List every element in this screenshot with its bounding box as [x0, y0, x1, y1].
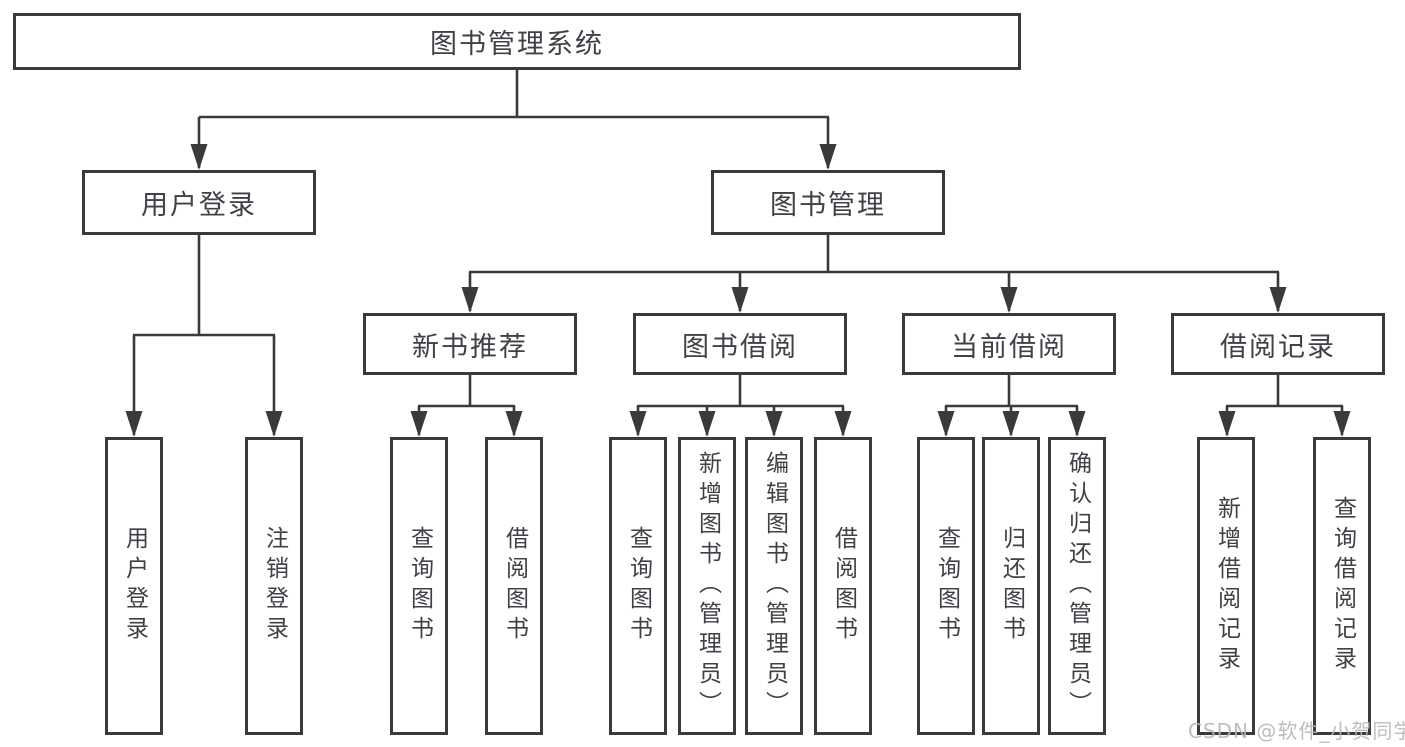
arrowhead-down-icon [1218, 411, 1236, 437]
arrowhead-down-icon [1068, 411, 1086, 437]
arrowhead-down-icon [834, 411, 852, 437]
arrowhead-down-icon [765, 411, 783, 437]
arrowhead-down-icon [190, 144, 208, 170]
node-book-borrowing: 图书借阅 [633, 313, 847, 375]
leaf-nb-borrow-books: 借阅图书 [485, 437, 543, 735]
arrowhead-down-icon [937, 411, 955, 437]
leaf-nb-query-books: 查询图书 [390, 437, 448, 735]
arrowhead-down-icon [819, 144, 837, 170]
leaf-bb-edit-books-admin: 编辑图书（管理员） [745, 437, 803, 735]
arrowhead-down-icon [731, 287, 749, 313]
leaf-br-add-record: 新增借阅记录 [1197, 437, 1255, 735]
leaf-cb-confirm-return-admin-label: 确认归还（管理员） [1064, 451, 1091, 721]
arrowhead-down-icon [1002, 411, 1020, 437]
leaf-logout: 注销登录 [245, 437, 303, 735]
arrowhead-down-icon [265, 411, 283, 437]
leaf-bb-add-books-admin: 新增图书（管理员） [678, 437, 736, 735]
arrowhead-down-icon [1333, 411, 1351, 437]
leaf-br-add-record-label: 新增借阅记录 [1213, 496, 1240, 676]
node-current-borrowing: 当前借阅 [902, 313, 1116, 375]
node-library-management-system: 图书管理系统 [13, 13, 1021, 70]
leaf-br-query-record-label: 查询借阅记录 [1329, 496, 1356, 676]
node-borrowing-records: 借阅记录 [1171, 313, 1385, 375]
arrowhead-down-icon [461, 287, 479, 313]
leaf-cb-query-books-label: 查询图书 [933, 526, 960, 646]
leaf-cb-confirm-return-admin: 确认归还（管理员） [1048, 437, 1106, 735]
arrowhead-down-icon [410, 411, 428, 437]
node-user-login: 用户登录 [82, 170, 316, 235]
leaf-bb-add-books-admin-label: 新增图书（管理员） [694, 451, 721, 721]
arrowhead-down-icon [1269, 287, 1287, 313]
arrowhead-down-icon [698, 411, 716, 437]
arrowhead-down-icon [1000, 287, 1018, 313]
leaf-logout-label: 注销登录 [261, 526, 288, 646]
leaf-nb-borrow-books-label: 借阅图书 [501, 526, 528, 646]
node-book-management: 图书管理 [711, 170, 945, 235]
leaf-bb-query-books: 查询图书 [609, 437, 667, 735]
leaf-br-query-record: 查询借阅记录 [1313, 437, 1371, 735]
leaf-nb-query-books-label: 查询图书 [406, 526, 433, 646]
leaf-cb-return-books-label: 归还图书 [998, 526, 1025, 646]
arrowhead-down-icon [125, 411, 143, 437]
csdn-watermark: CSDN @软件_小贺同学 [1188, 719, 1405, 743]
arrowhead-down-icon [629, 411, 647, 437]
leaf-cb-query-books: 查询图书 [917, 437, 975, 735]
leaf-bb-query-books-label: 查询图书 [625, 526, 652, 646]
arrowhead-down-icon [505, 411, 523, 437]
leaf-user-login: 用户登录 [105, 437, 163, 735]
leaf-bb-borrow-books: 借阅图书 [814, 437, 872, 735]
leaf-user-login-label: 用户登录 [121, 526, 148, 646]
leaf-cb-return-books: 归还图书 [982, 437, 1040, 735]
leaf-bb-borrow-books-label: 借阅图书 [830, 526, 857, 646]
node-new-book-recommendation: 新书推荐 [363, 313, 577, 375]
leaf-bb-edit-books-admin-label: 编辑图书（管理员） [761, 451, 788, 721]
